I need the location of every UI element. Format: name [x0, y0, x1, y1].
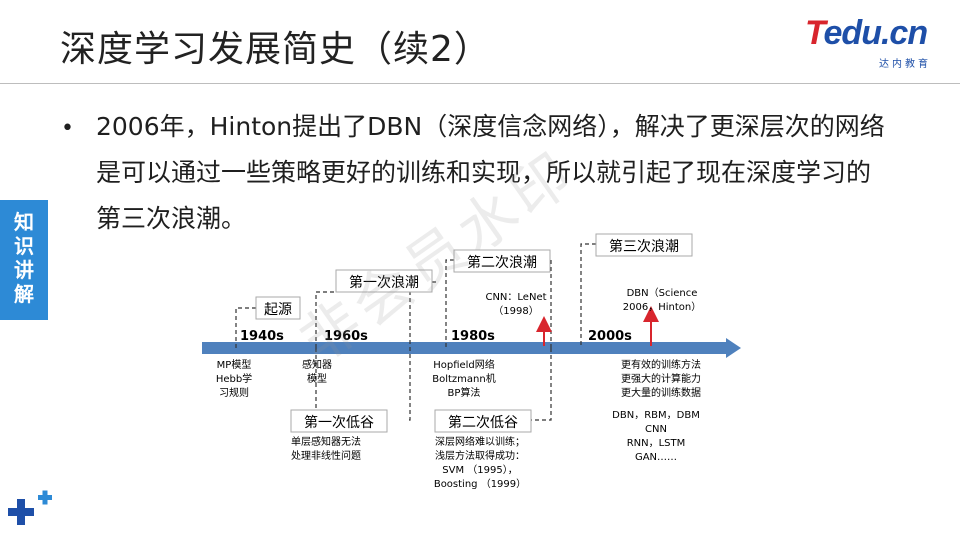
wave2-rise — [445, 259, 454, 348]
era4-model: DBN，RBM，DBM — [612, 410, 700, 421]
wave3-rise — [580, 243, 596, 348]
wave3-label: 第三次浪潮 — [609, 238, 679, 255]
slide-title: 深度学习发展简史（续2） — [60, 29, 491, 70]
era3-item: BP算法 — [448, 386, 481, 399]
era4-item: 更大量的训练数据 — [621, 386, 701, 399]
era4-item: 更强大的计算能力 — [621, 372, 701, 385]
era-label: 2000s — [588, 329, 632, 344]
trough1-item: 单层感知器无法 — [291, 435, 361, 448]
era1-item: Hebb学 — [216, 372, 252, 385]
trough2-item: 浅层方法取得成功： — [435, 449, 525, 462]
tab-char: 讲 — [14, 258, 34, 282]
wave1-label-box — [335, 269, 433, 293]
wave2-label-box — [453, 249, 551, 273]
tedu-logo: Tedu.cn 达内教育 — [805, 14, 940, 74]
bullet-text: 2006年，Hinton提出了DBN（深度信念网络），解决了更深层次的网络是可以… — [96, 112, 885, 233]
wave3-label-box — [595, 233, 693, 257]
knowledge-tab: 知 识 讲 解 — [0, 200, 48, 320]
tab-char: 知 — [14, 210, 34, 234]
era-label: 1940s — [240, 329, 284, 344]
trough2-label-box — [434, 409, 532, 433]
era4-item: 更有效的训练方法 — [621, 358, 701, 371]
era-label: 1980s — [451, 329, 495, 344]
era4-model: CNN — [645, 424, 667, 435]
era1-item: 习规则 — [219, 386, 249, 399]
trough2-item: SVM （1995）， — [442, 464, 517, 476]
wave1-label: 第一次浪潮 — [349, 274, 419, 291]
trough2-item: Boosting （1999） — [434, 478, 526, 490]
era-label: 1960s — [324, 329, 368, 344]
era2-item: 模型 — [307, 372, 327, 385]
title-divider — [0, 83, 960, 84]
wave3-note-line: 2006，Hinton） — [623, 301, 701, 313]
wave2-note-line: （1998） — [493, 305, 538, 317]
trough1-label: 第一次低谷 — [304, 414, 374, 431]
wave1-rise — [315, 291, 336, 348]
era4-model: RNN，LSTM — [627, 438, 686, 449]
trough1-label-box — [290, 409, 388, 433]
logo-wordmark: Tedu.cn — [805, 14, 928, 52]
trough2-label: 第二次低谷 — [448, 414, 518, 431]
timeline-diagram: 起源 第一次浪潮 第二次浪潮 第三次浪潮 第一次低谷 第二次低谷 1940s 1… — [196, 230, 756, 498]
era3-item: Boltzmann机 — [432, 372, 495, 385]
plus-icon — [8, 490, 52, 525]
logo-subtitle: 达内教育 — [879, 59, 931, 70]
era2-item: 感知器 — [302, 358, 332, 371]
trough2-item: 深层网络难以训练； — [435, 435, 525, 448]
wave2-note-line: CNN：LeNet — [485, 292, 546, 303]
tab-char: 识 — [14, 234, 34, 258]
wave2-label: 第二次浪潮 — [467, 254, 537, 271]
era3-item: Hopfield网络 — [433, 358, 495, 371]
origin-label: 起源 — [264, 302, 292, 318]
trough1-item: 处理非线性问题 — [291, 449, 361, 462]
origin-label-box — [255, 296, 301, 320]
era4-model: GAN…… — [635, 452, 677, 463]
bullet-icon: • — [61, 116, 74, 141]
timeline-axis — [202, 338, 741, 358]
tab-char: 解 — [14, 282, 34, 306]
trough1-connector — [409, 281, 436, 421]
wave3-note-line: DBN（Science — [627, 287, 698, 299]
trough2-drop — [531, 348, 552, 421]
era1-item: MP模型 — [217, 358, 252, 371]
